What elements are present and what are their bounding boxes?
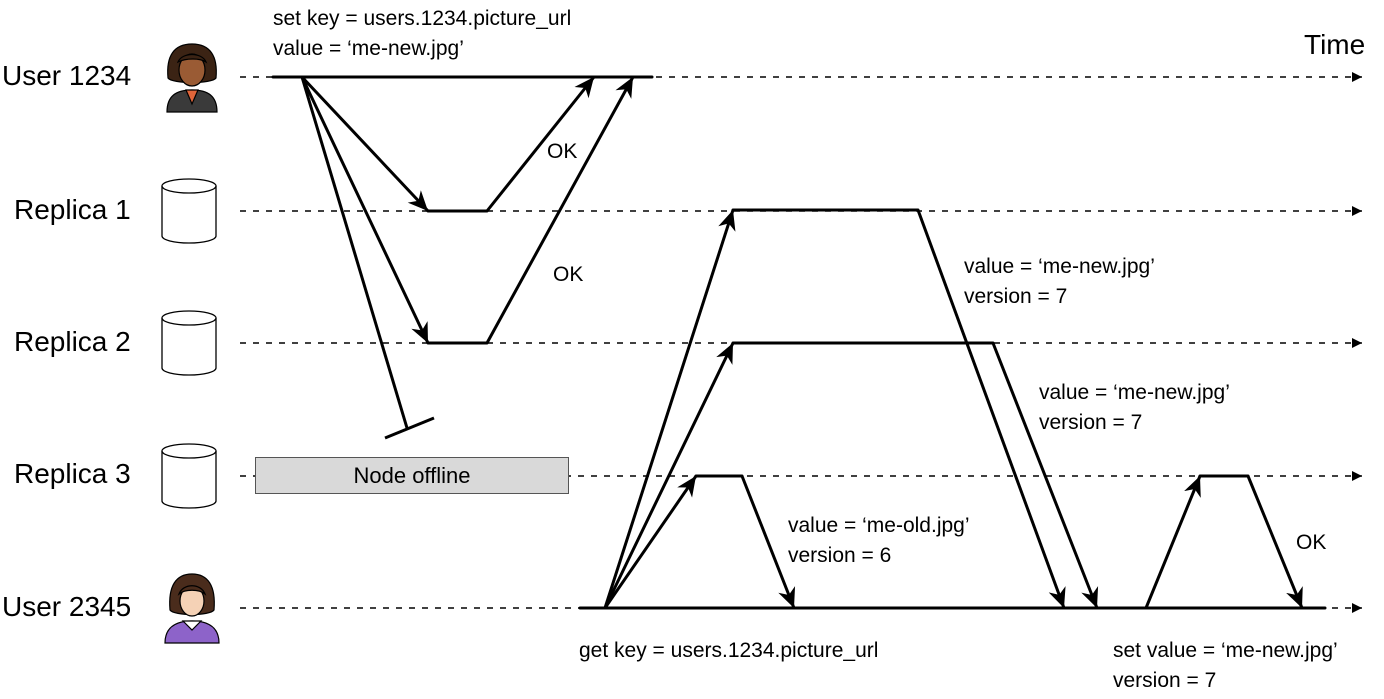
ack-replica2-label: OK (553, 263, 584, 286)
reply-replica3-value: value = ‘me-old.jpg’ (788, 514, 970, 537)
write-request-annotation: set key = users.1234.picture_url value =… (273, 4, 571, 64)
read-repair-annotation: set value = ‘me-new.jpg’ version = 7 (1113, 636, 1338, 696)
row-label-replica2: Replica 2 (14, 326, 131, 357)
reply-replica3-annotation: value = ‘me-old.jpg’ version = 6 (788, 511, 970, 571)
lost-message-cross (384, 416, 435, 440)
repair-ack-arrow (1246, 475, 1304, 609)
read-messages (603, 209, 1304, 609)
read-to-replica1-arrow (603, 209, 736, 609)
read-to-replica2-arrow (603, 342, 735, 609)
reply-replica1-value: value = ‘me-new.jpg’ (964, 255, 1155, 278)
read-repair-value: set value = ‘me-new.jpg’ (1113, 639, 1338, 662)
ack-replica1-arrow (485, 76, 596, 212)
time-axis-label: Time (1304, 29, 1366, 60)
write-to-replica3-lost (300, 76, 409, 429)
reply-replica1-annotation: value = ‘me-new.jpg’ version = 7 (964, 252, 1155, 312)
reply-replica3-version: version = 6 (788, 544, 892, 567)
reply-replica2-version: version = 7 (1039, 411, 1143, 434)
repair-to-replica3-arrow (1144, 475, 1202, 609)
write-request-key: set key = users.1234.picture_url (273, 7, 572, 30)
reply-replica1-version: version = 7 (964, 285, 1068, 308)
reply-replica3-arrow (740, 475, 796, 609)
write-to-replica2-arrow (300, 76, 430, 344)
row-label-user2345: User 2345 (2, 591, 132, 622)
reply-replica2-annotation: value = ‘me-new.jpg’ version = 7 (1039, 378, 1230, 438)
replica3-database-icon (161, 443, 217, 509)
read-repair-version: version = 7 (1113, 669, 1217, 692)
read-to-replica3-arrow (603, 475, 698, 609)
user2345-avatar-icon (164, 573, 220, 644)
replica2-database-icon (161, 310, 217, 376)
reply-replica2-arrow (991, 342, 1099, 609)
reply-replica1-arrow (916, 209, 1066, 609)
row-label-replica1: Replica 1 (14, 194, 131, 225)
write-to-replica1-arrow (300, 75, 430, 213)
node-offline-label: Node offline (353, 462, 471, 488)
row-label-user1234: User 1234 (2, 60, 132, 91)
node-offline-box: Node offline (255, 457, 569, 494)
write-messages (300, 75, 635, 440)
repair-ack-label: OK (1296, 531, 1327, 554)
user1234-avatar-icon (166, 43, 218, 113)
ack-replica1-label: OK (547, 140, 578, 163)
replica1-database-icon (161, 178, 217, 244)
ack-replica2-arrow (485, 76, 635, 344)
row-label-replica3: Replica 3 (14, 458, 131, 489)
read-request-annotation: get key = users.1234.picture_url (579, 639, 879, 662)
reply-replica2-value: value = ‘me-new.jpg’ (1039, 381, 1230, 404)
write-request-value: value = ‘me-new.jpg’ (273, 37, 464, 60)
